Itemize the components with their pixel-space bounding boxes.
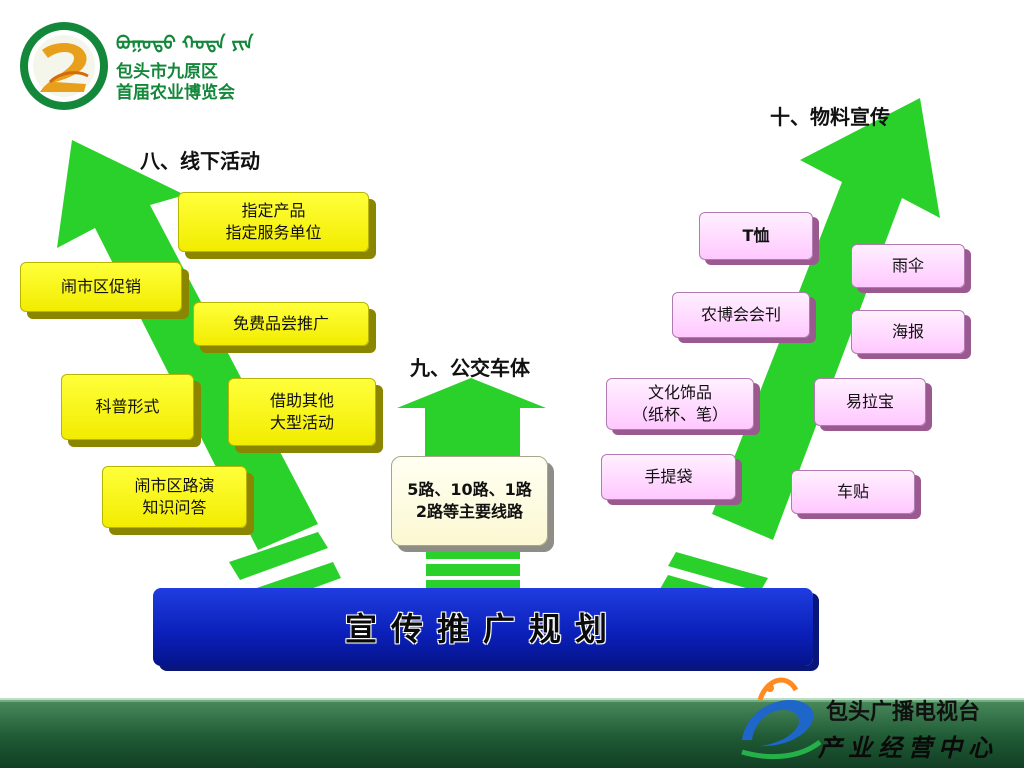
logo-title-line1: 包头市九原区: [116, 62, 218, 82]
logo-mongolian-text: ᠪᠣᠭᠣᠲᠣ ᠬᠣᠲᠠ ᠶᠢᠨ: [116, 33, 254, 54]
brand-emblem-icon: [741, 677, 822, 760]
brand-name: 包头广播电视台: [826, 700, 981, 725]
offline-item-other-events: 借助其他 大型活动: [228, 378, 376, 446]
heading-materials: 十、物料宣传: [770, 105, 890, 129]
material-item-poster: 海报: [851, 310, 965, 354]
material-item-umbrella: 雨伞: [851, 244, 965, 288]
offline-item-free-tasting: 免费品尝推广: [193, 302, 369, 346]
heading-bus: 九、公交车体: [410, 356, 530, 380]
offline-item-roadshow: 闹市区路演 知识问答: [102, 466, 247, 528]
brand-subtitle: 产业经营中心: [818, 734, 998, 762]
base-label: 宣传推广规划: [344, 610, 621, 648]
offline-item-science: 科普形式: [61, 374, 194, 440]
material-item-culture: 文化饰品 （纸杯、笔）: [606, 378, 754, 430]
bus-routes-box: 5路、10路、1路 2路等主要线路: [391, 456, 548, 546]
promotion-plan-base: 宣传推广规划: [153, 588, 813, 666]
offline-item-designated: 指定产品 指定服务单位: [178, 192, 369, 252]
heading-offline: 八、线下活动: [140, 149, 260, 173]
middle-arrow: [397, 378, 546, 590]
material-item-rollup: 易拉宝: [814, 378, 926, 426]
footer-band: [0, 698, 1024, 768]
material-item-car-sticker: 车贴: [791, 470, 915, 514]
right-arrow: [656, 98, 940, 636]
material-item-journal: 农博会会刊: [672, 292, 810, 338]
offline-item-street-promo: 闹市区促销: [20, 262, 182, 312]
material-item-tshirt: T恤: [699, 212, 813, 260]
material-item-handbag: 手提袋: [601, 454, 736, 500]
logo-title-line2: 首届农业博览会: [116, 83, 235, 103]
logo-emblem-icon: [20, 22, 108, 110]
